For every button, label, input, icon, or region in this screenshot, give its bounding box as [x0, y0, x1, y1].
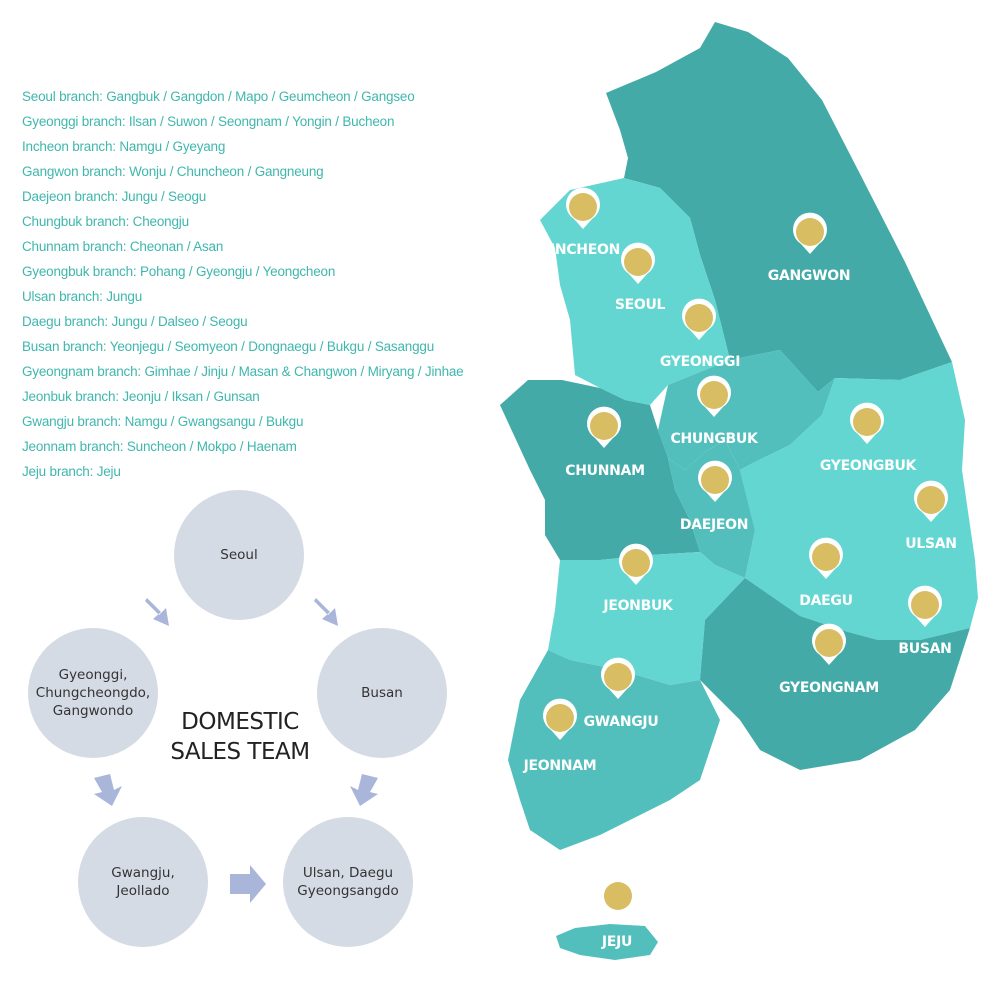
label-gyeongbuk: GYEONGBUK: [820, 458, 918, 474]
node-busan: Busan: [317, 628, 447, 758]
label-gwangju: GWANGJU: [584, 714, 659, 730]
arrow-gwangju-to-ulsan: [230, 865, 266, 903]
branch-list: Seoul branch: Gangbuk / Gangdon / Mapo /…: [22, 84, 522, 484]
label-chunnam: CHUNNAM: [565, 463, 644, 479]
node-seoul: Seoul: [174, 490, 304, 620]
branch-daejeon: Daejeon branch: Jungu / Seogu: [22, 189, 207, 204]
node-gyeonggi-label-3: Gangwondo: [52, 703, 134, 720]
branch-jeonbuk: Jeonbuk branch: Jeonju / Iksan / Gunsan: [22, 389, 260, 404]
branch-jeju: Jeju branch: Jeju: [22, 464, 121, 479]
region-jeju[interactable]: [556, 924, 658, 960]
branch-daegu: Daegu branch: Jungu / Dalseo / Seogu: [22, 314, 248, 329]
pin-jeju-icon[interactable]: [601, 876, 635, 918]
node-gwangju-label-2: Jeollado: [116, 883, 170, 899]
branch-chunnam: Chunnam branch: Cheonan / Asan: [22, 239, 224, 254]
cycle-title-line-1: DOMESTIC: [181, 709, 299, 735]
region-chungbuk[interactable]: [658, 350, 835, 470]
branch-gangwon: Gangwon branch: Wonju / Chuncheon / Gang…: [22, 164, 324, 179]
node-gyeonggi: Gyeonggi, Chungcheongdo, Gangwondo: [28, 628, 158, 758]
branch-gyeongbuk: Gyeongbuk branch: Pohang / Gyeongju / Ye…: [22, 264, 336, 279]
arrow-busan-to-ulsan: [350, 774, 378, 806]
node-busan-label: Busan: [361, 684, 403, 701]
branch-jeonnam: Jeonnam branch: Suncheon / Mokpo / Haena…: [22, 439, 297, 454]
node-seoul-label: Seoul: [220, 546, 258, 563]
label-chungbuk: CHUNGBUK: [670, 431, 759, 447]
region-jeonbuk[interactable]: [548, 552, 745, 685]
label-jeju: JEJU: [601, 934, 632, 950]
region-daejeon[interactable]: [668, 440, 755, 578]
region-gyeongnam[interactable]: [700, 578, 970, 770]
label-incheon: INCHEON: [550, 242, 620, 258]
label-jeonbuk: JEONBUK: [602, 598, 674, 614]
branch-gwangju: Gwangju branch: Namgu / Gwangsangu / Buk…: [22, 414, 304, 429]
label-gangwon: GANGWON: [768, 268, 851, 284]
region-gyeongbuk[interactable]: [740, 362, 978, 640]
sales-team-cycle: Seoul Gyeonggi, Chungcheongdo, Gangwondo…: [0, 490, 500, 970]
node-ulsan: Ulsan, Daegu Gyeongsangdo: [283, 817, 413, 947]
arrow-gyeonggi-to-gwangju: [94, 774, 122, 806]
node-gwangju: Gwangju, Jeollado: [78, 817, 208, 947]
arrow-seoul-to-busan: [314, 598, 338, 626]
label-daegu: DAEGU: [799, 593, 852, 609]
branch-incheon: Incheon branch: Namgu / Gyeyang: [22, 139, 226, 154]
label-busan: BUSAN: [898, 641, 951, 657]
label-ulsan: ULSAN: [905, 536, 956, 552]
label-jeonnam: JEONNAM: [523, 758, 597, 774]
cycle-arrows: [94, 598, 378, 903]
arrow-seoul-to-gyeonggi: [145, 598, 169, 626]
cycle-title-line-2: SALES TEAM: [170, 738, 310, 765]
branch-busan: Busan branch: Yeonjegu / Seomyeon / Dong…: [22, 339, 435, 354]
region-gyeonggi[interactable]: [540, 178, 730, 405]
label-gyeonggi: GYEONGGI: [660, 354, 740, 370]
label-seoul: SEOUL: [615, 297, 666, 313]
branch-gyeonggi: Gyeonggi branch: Ilsan / Suwon / Seongna…: [22, 114, 395, 129]
node-gyeonggi-label-2: Chungcheongdo,: [35, 684, 151, 701]
branch-ulsan: Ulsan branch: Jungu: [22, 289, 143, 304]
region-chunnam[interactable]: [500, 380, 700, 560]
node-ulsan-label-2: Gyeongsangdo: [297, 883, 399, 899]
node-gwangju-label-1: Gwangju,: [111, 864, 175, 881]
label-gyeongnam: GYEONGNAM: [779, 680, 879, 696]
region-gangwon[interactable]: [606, 22, 952, 392]
cycle-title: DOMESTIC SALES TEAM: [155, 708, 325, 768]
branch-seoul: Seoul branch: Gangbuk / Gangdon / Mapo /…: [22, 89, 415, 104]
branch-gyeongnam: Gyeongnam branch: Gimhae / Jinju / Masan…: [22, 364, 464, 379]
label-daejeon: DAEJEON: [680, 517, 748, 533]
branch-chungbuk: Chungbuk branch: Cheongju: [22, 214, 189, 229]
node-ulsan-label-1: Ulsan, Daegu: [302, 864, 394, 881]
node-gyeonggi-label-1: Gyeonggi,: [58, 666, 128, 683]
